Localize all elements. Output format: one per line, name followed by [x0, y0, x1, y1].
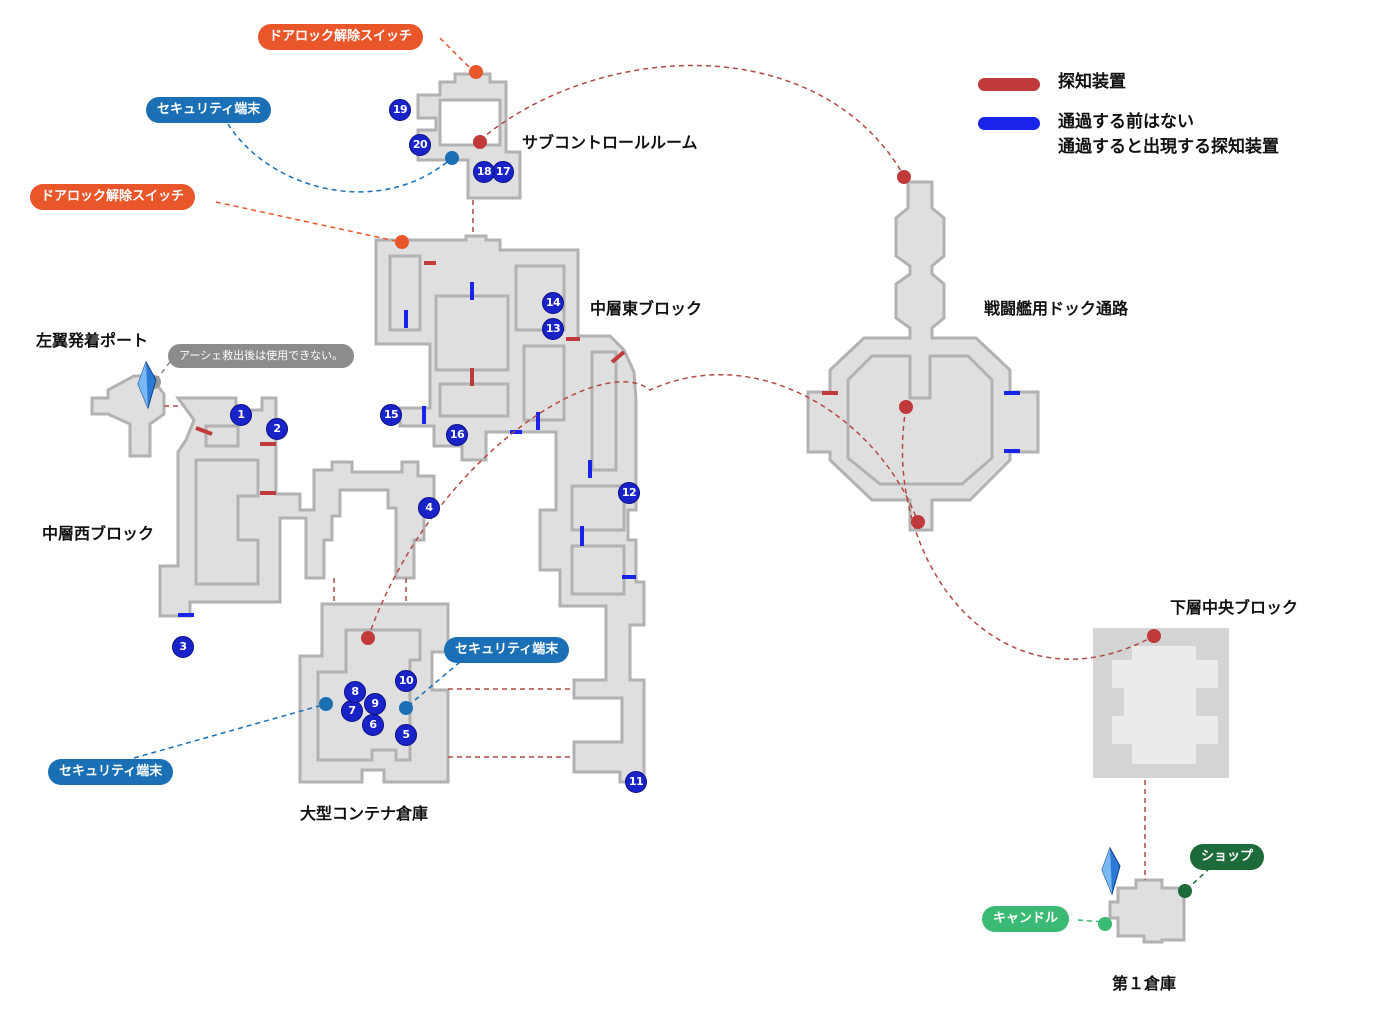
hidden-detector-gates [178, 282, 1020, 617]
save-crystal-icon[interactable] [1101, 846, 1121, 896]
callout-candle: キャンドル [982, 906, 1070, 932]
terminal-leaders [133, 123, 461, 759]
marker-15[interactable]: 15 [380, 404, 402, 426]
marker-12[interactable]: 12 [618, 482, 640, 504]
detector-dot [897, 170, 911, 184]
door-switch-dot[interactable] [469, 65, 483, 79]
marker-13[interactable]: 13 [542, 318, 564, 340]
detector-dot [361, 631, 375, 645]
callout-security-terminal: セキュリティ端末 [48, 759, 174, 785]
area-label-left-wing-port: 左翼発着ポート [36, 331, 149, 350]
detector-dot [473, 135, 487, 149]
security-terminal-dot[interactable] [445, 151, 459, 165]
marker-10[interactable]: 10 [395, 670, 417, 692]
area-label-large-container-warehouse: 大型コンテナ倉庫 [300, 804, 429, 823]
callout-door-lock-switch: ドアロック解除スイッチ [258, 24, 424, 50]
marker-19[interactable]: 19 [389, 99, 411, 121]
legend-detector-label: 探知装置 [1058, 72, 1126, 92]
marker-4[interactable]: 4 [418, 497, 440, 519]
legend-hidden-detector-line1: 通過する前はない [1058, 112, 1194, 132]
detector-dot [911, 515, 925, 529]
lower-central-block [1093, 628, 1229, 778]
shop-dot[interactable] [1178, 884, 1192, 898]
battleship-dock-floor [806, 180, 1040, 532]
callout-door-lock-switch: ドアロック解除スイッチ [30, 184, 196, 210]
callout-shop: ショップ [1190, 844, 1265, 870]
area-label-battleship-dock: 戦闘艦用ドック通路 [984, 299, 1129, 318]
marker-6[interactable]: 6 [362, 714, 384, 736]
area-label-lower-central-block: 下層中央ブロック [1170, 598, 1299, 617]
area-label-middle-east-block: 中層東ブロック [590, 299, 703, 318]
marker-11[interactable]: 11 [625, 771, 647, 793]
marker-5[interactable]: 5 [395, 724, 417, 746]
marker-18[interactable]: 18 [473, 161, 495, 183]
switch-leaders [215, 37, 475, 243]
marker-2[interactable]: 2 [266, 418, 288, 440]
marker-7[interactable]: 7 [341, 700, 363, 722]
legend-hidden-detector-swatch [978, 117, 1040, 130]
area-label-middle-west-block: 中層西ブロック [42, 524, 155, 543]
marker-9[interactable]: 9 [364, 693, 386, 715]
legend-hidden-detector-line2: 通過すると出現する探知装置 [1058, 137, 1279, 157]
detector-gates [195, 261, 838, 495]
security-terminal-dot[interactable] [319, 697, 333, 711]
marker-3[interactable]: 3 [172, 636, 194, 658]
marker-20[interactable]: 20 [409, 134, 431, 156]
callout-port-note: アーシェ救出後は使用できない。 [168, 344, 355, 368]
door-switch-dot[interactable] [395, 235, 409, 249]
security-terminal-dot[interactable] [399, 701, 413, 715]
callout-security-terminal: セキュリティ端末 [444, 637, 570, 663]
callout-security-terminal: セキュリティ端末 [146, 97, 272, 123]
warehouse-1-floor [1108, 878, 1186, 944]
detector-dot [899, 400, 913, 414]
area-label-warehouse-1: 第１倉庫 [1112, 974, 1177, 993]
route-lines [164, 64, 1155, 880]
marker-8[interactable]: 8 [344, 681, 366, 703]
middle-west-block-floor [158, 396, 436, 618]
candle-dot[interactable] [1098, 917, 1112, 931]
area-label-sub-control-room: サブコントロールルーム [522, 133, 698, 152]
marker-17[interactable]: 17 [492, 161, 514, 183]
legend-detector-swatch [978, 78, 1040, 91]
marker-16[interactable]: 16 [446, 424, 468, 446]
detector-dot [1147, 629, 1161, 643]
marker-1[interactable]: 1 [230, 404, 252, 426]
marker-14[interactable]: 14 [542, 292, 564, 314]
save-crystal-icon[interactable] [137, 360, 157, 410]
